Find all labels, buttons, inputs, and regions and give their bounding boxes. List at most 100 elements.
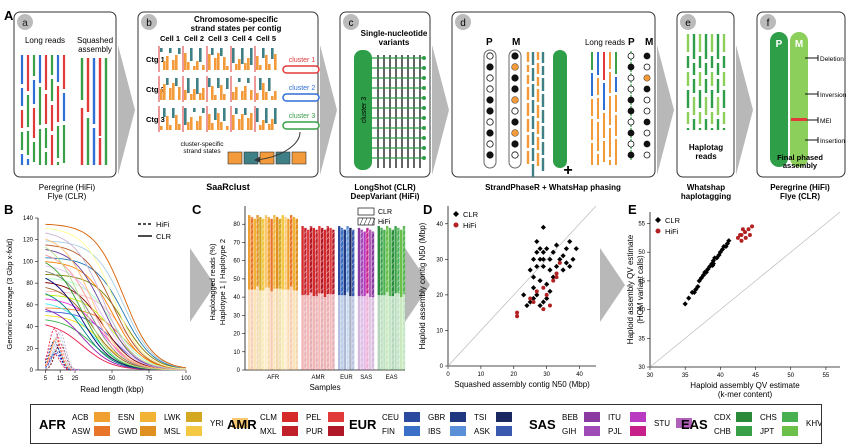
- group-label: EUR: [340, 375, 353, 381]
- scatter-point-clr: [534, 238, 540, 245]
- bar-haplotype-1: [253, 289, 256, 370]
- cluster-3-label: cluster 3: [361, 97, 368, 124]
- strand-read-bar: [223, 57, 226, 70]
- allele-dot: [486, 96, 494, 104]
- y-tick-label: 0: [30, 368, 34, 374]
- y-axis-label: (HOM variant calls): [636, 255, 645, 324]
- legend-hatch: [371, 217, 376, 226]
- bar-hifi-hatch: [315, 229, 318, 370]
- bar-hifi-hatch: [290, 215, 293, 370]
- scatter-point-hifi: [528, 296, 533, 301]
- cluster-label: cluster 3: [289, 113, 316, 120]
- strand-read-bar: [214, 95, 217, 100]
- group-label: SAS: [360, 375, 372, 381]
- bar-haplotype-1: [377, 295, 380, 370]
- coverage-curve-clr: [45, 244, 187, 370]
- bar-haplotype-2: [363, 231, 366, 297]
- bar-hifi-hatch: [352, 229, 355, 370]
- scatter-point-hifi: [554, 275, 559, 280]
- bar-haplotype-2: [312, 227, 315, 297]
- y-tick-label: 60: [233, 259, 240, 265]
- strand-read-bar: [160, 126, 163, 130]
- scatter-point-hifi: [534, 289, 539, 294]
- bar-hifi-hatch: [346, 226, 349, 370]
- haplotag-reads-illustration: [686, 34, 726, 130]
- y-tick-label: 60: [26, 303, 33, 309]
- scatter-point-clr: [530, 256, 537, 262]
- bar-haplotype-2: [400, 229, 403, 298]
- strand-read-bar: [232, 48, 235, 63]
- legend-label: HiFi: [156, 220, 170, 229]
- scatter-point-clr: [547, 267, 553, 273]
- strand-read-bar: [196, 121, 199, 130]
- bar-hifi-hatch: [326, 226, 329, 370]
- y-tick-label: 30: [233, 313, 240, 319]
- strand-read-bar: [256, 108, 259, 122]
- strand-read-bar: [202, 88, 205, 100]
- scatter-point-clr: [550, 274, 556, 280]
- scatter-point-hifi: [739, 238, 744, 243]
- population-swatch: [736, 412, 752, 422]
- population-swatch: [186, 426, 202, 436]
- population-swatch: [404, 426, 420, 436]
- x-tick-label: 5: [44, 376, 48, 382]
- bar-haplotype-2: [281, 215, 284, 290]
- x-tick-label: 35: [682, 373, 689, 379]
- population-swatch: [232, 418, 248, 428]
- x-tick-label: 30: [543, 372, 550, 378]
- population-code: CDX: [714, 413, 732, 422]
- strand-read-bar: [196, 78, 199, 94]
- x-axis-label: (k-mer content): [718, 390, 773, 399]
- long-reads-label: Long reads: [25, 36, 65, 45]
- bar-hifi-hatch: [402, 226, 406, 370]
- bar-hifi-hatch: [371, 231, 375, 370]
- y-tick-label: 55: [638, 221, 645, 227]
- strand-read-bar: [172, 108, 175, 118]
- scatter-point-clr: [544, 281, 550, 287]
- bar-haplotype-1: [383, 295, 386, 370]
- panel-d-caption: StrandPhaseR + WhatsHap phasing: [485, 183, 621, 192]
- scatter-point-clr: [550, 249, 556, 255]
- x-tick-label: 55: [823, 373, 830, 379]
- bar-hifi-hatch: [397, 227, 400, 370]
- scatter-point-clr: [686, 295, 692, 301]
- population-swatch: [630, 426, 646, 436]
- population-code: PJL: [608, 427, 622, 436]
- population-code: CHB: [714, 427, 731, 436]
- strand-read-bar: [196, 61, 199, 70]
- cluster-chromosome: [282, 121, 320, 130]
- x-tick-label: 100: [181, 376, 192, 382]
- bar-haplotype-2: [307, 229, 310, 296]
- bar-haplotype-1: [276, 288, 279, 370]
- scatter-point-clr: [547, 256, 553, 262]
- bar-haplotype-1: [292, 290, 296, 370]
- population-swatch: [328, 412, 344, 422]
- bar-haplotype-2: [394, 226, 397, 294]
- strand-read-bar: [238, 119, 241, 130]
- cluster-strand-state: [227, 151, 243, 165]
- allele-dot: [627, 118, 635, 126]
- y-tick-label: 50: [233, 277, 240, 283]
- coverage-curve-clr: [45, 238, 186, 371]
- bar-haplotype-1: [270, 291, 273, 370]
- population-code: PEL: [306, 413, 322, 422]
- population-code: CHS: [760, 413, 777, 422]
- coverage-curve-clr: [45, 246, 186, 371]
- scatter-point-clr: [530, 285, 537, 291]
- y-tick-label: 70: [233, 240, 240, 246]
- bar-haplotype-2: [343, 229, 346, 296]
- strand-read-bar: [214, 58, 217, 70]
- cluster-chromosome: [282, 93, 320, 102]
- scatter-point-clr: [527, 267, 533, 273]
- allele-dot: [627, 140, 635, 148]
- strand-read-bar: [211, 86, 214, 100]
- strand-read-bar: [259, 125, 262, 130]
- y-tick-label: 120: [23, 238, 34, 244]
- bar-hifi-hatch: [309, 226, 313, 370]
- paternal-label-2: P: [628, 37, 635, 48]
- coverage-curve-clr: [45, 257, 187, 369]
- panel-b-caption: SaaRclust: [206, 182, 250, 192]
